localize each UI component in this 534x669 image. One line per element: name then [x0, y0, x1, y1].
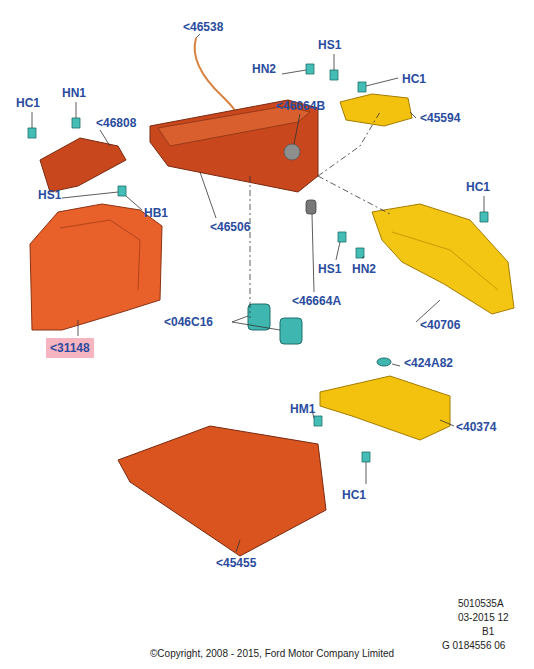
callout-number: HN2: [252, 62, 276, 76]
callout-number: <31148: [50, 341, 90, 355]
callout-number: HC1: [16, 96, 40, 110]
callout-number: HN1: [62, 86, 86, 100]
callout-number: <46808: [96, 116, 136, 130]
callout-number: HC1: [466, 180, 490, 194]
callout-number: HS1: [318, 262, 341, 276]
callout-number: HC1: [402, 72, 426, 86]
callout-number: <45594: [420, 111, 460, 125]
callout-number: <46664B: [276, 99, 325, 113]
callout-number: HN2: [352, 262, 376, 276]
callout-number: <46506: [210, 220, 250, 234]
footer-note: B1: [482, 626, 494, 638]
footer-note: G 0184556 06: [442, 640, 505, 652]
callout-number: HM1: [290, 402, 315, 416]
footer-note: 03-2015 12: [458, 612, 509, 624]
callout-number: <45455: [216, 556, 256, 570]
footer-note: 5010535A: [458, 598, 504, 610]
callout-number: <46664A: [292, 294, 341, 308]
callout-number: <40374: [456, 420, 496, 434]
footer-note: ©Copyright, 2008 - 2015, Ford Motor Comp…: [150, 648, 394, 660]
callout-number: HB1: [144, 206, 168, 220]
callout-number: <40706: [420, 318, 460, 332]
highlighted-part-callout: <31148: [46, 338, 94, 358]
callout-number: HS1: [318, 38, 341, 52]
callout-number: HC1: [342, 488, 366, 502]
callout-number: <424A82: [404, 356, 453, 370]
callout-number: <046C16: [164, 315, 213, 329]
callout-number: <46538: [183, 20, 223, 34]
callout-number: HS1: [38, 188, 61, 202]
